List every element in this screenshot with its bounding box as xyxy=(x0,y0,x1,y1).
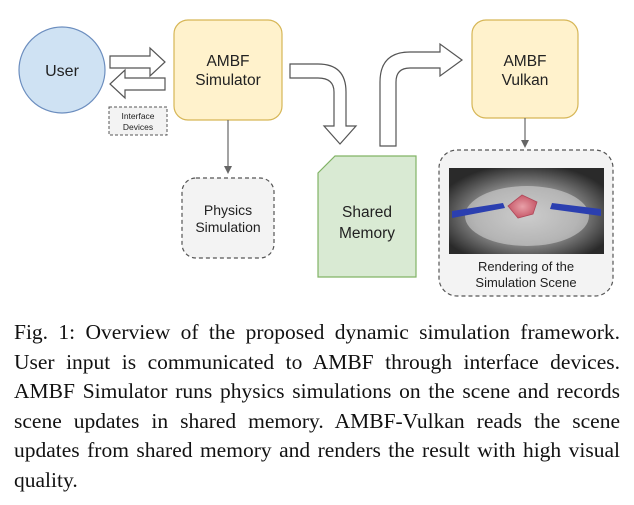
physics-simulation-label-line1: Physics xyxy=(204,202,252,218)
ambf-vulkan-node: AMBF Vulkan xyxy=(471,19,579,119)
interface-devices-box xyxy=(108,106,168,136)
figure-caption: Fig. 1: Overview of the proposed dynamic… xyxy=(14,320,620,492)
arrow-simulator-to-physics-head xyxy=(224,166,232,174)
user-node: User xyxy=(18,26,106,114)
physics-simulation-box xyxy=(181,177,275,259)
ambf-simulator-node: AMBF Simulator xyxy=(173,19,283,121)
arrow-simulator-to-user xyxy=(109,68,166,100)
rendered-scene-image xyxy=(449,168,604,254)
shared-memory-shape xyxy=(317,155,417,278)
shared-memory-node: Shared Memory xyxy=(317,155,417,278)
ambf-vulkan-label-line1: AMBF xyxy=(503,53,546,70)
user-circle xyxy=(18,26,106,114)
physics-simulation-node: Physics Simulation xyxy=(181,177,275,259)
rendering-label-line1: Rendering of the xyxy=(478,259,574,274)
arrow-vulkan-to-rendering-head xyxy=(521,140,529,148)
arrow-simulator-to-memory xyxy=(289,63,358,145)
ambf-simulator-label-line2: Simulator xyxy=(195,72,260,89)
arrow-user-to-simulator xyxy=(109,46,166,78)
ambf-vulkan-label-line2: Vulkan xyxy=(502,72,549,89)
shared-memory-label-line2: Memory xyxy=(339,225,395,242)
user-label: User xyxy=(45,63,79,80)
arrow-memory-to-vulkan xyxy=(379,42,464,147)
framework-diagram: User Interface Devices AMBF Simulator Ph… xyxy=(18,19,614,297)
rendering-node: Rendering of the Simulation Scene xyxy=(438,149,614,297)
ambf-simulator-label-line1: AMBF xyxy=(206,53,249,70)
interface-devices-node: Interface Devices xyxy=(108,106,168,136)
interface-devices-label-line1: Interface xyxy=(121,111,154,121)
interface-devices-label-line2: Devices xyxy=(123,122,153,132)
shared-memory-label-line1: Shared xyxy=(342,204,392,221)
ambf-simulator-box xyxy=(173,19,283,121)
physics-simulation-label-line2: Simulation xyxy=(195,219,260,235)
rendering-label-line2: Simulation Scene xyxy=(475,275,576,290)
